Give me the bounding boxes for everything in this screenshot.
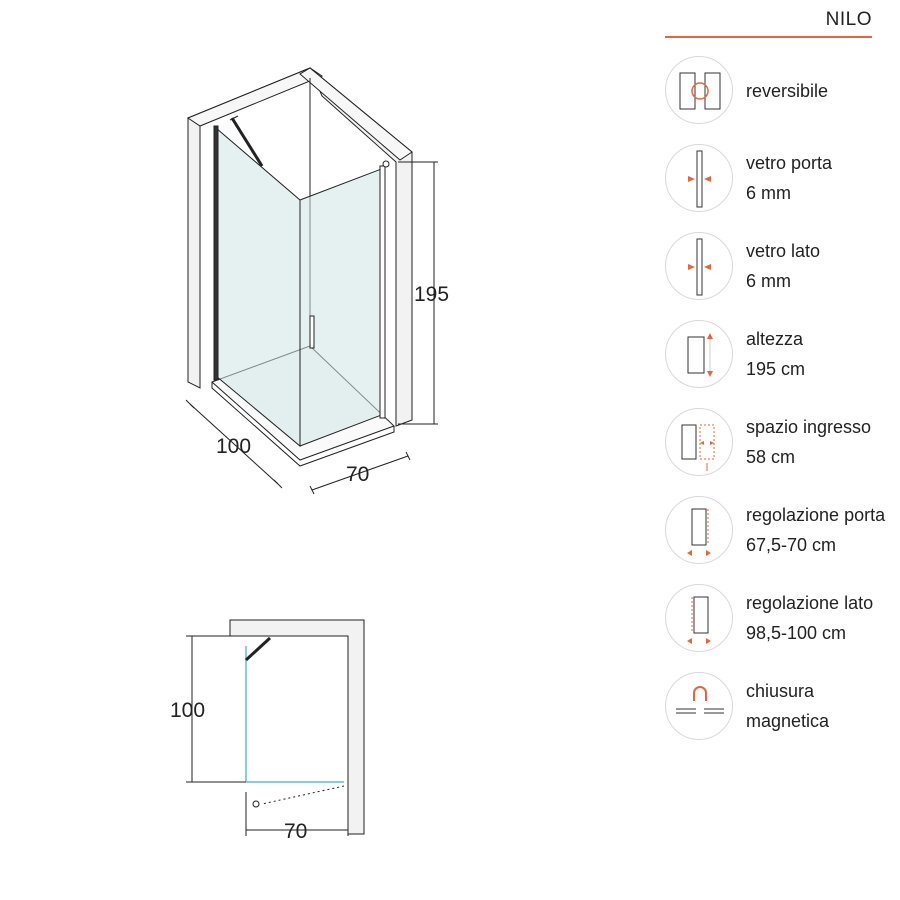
stabilizer-bar	[230, 117, 264, 167]
product-name: NILO	[825, 9, 872, 30]
door-handle	[309, 315, 315, 349]
height-icon	[665, 320, 733, 388]
feature-label: reversibile	[746, 81, 829, 101]
feature-value: magnetica	[746, 711, 830, 731]
feature-magnetic-closure: chiusura magnetica	[665, 672, 900, 746]
feature-door-glass: vetro porta 6 mm	[665, 144, 900, 218]
side-adjustment-icon	[665, 584, 733, 652]
feature-value: 6 mm	[746, 271, 791, 291]
reversible-icon	[665, 56, 733, 124]
feature-label: altezza	[746, 329, 804, 349]
feature-height: altezza 195 cm	[665, 320, 900, 394]
feature-side-glass: vetro lato 6 mm	[665, 232, 900, 306]
feature-value: 98,5-100 cm	[746, 623, 847, 643]
title-rule	[665, 36, 872, 38]
feature-label: vetro porta	[746, 153, 833, 173]
plan-view	[186, 619, 365, 836]
plan-width-label: 70	[284, 820, 307, 843]
feature-label: spazio ingresso	[746, 417, 872, 437]
feature-value: 58 cm	[746, 447, 796, 467]
feature-value: 195 cm	[746, 359, 806, 379]
door-adjustment-icon	[665, 496, 733, 564]
door-glass	[299, 167, 385, 447]
iso-depth-label: 100	[216, 435, 251, 458]
side-glass	[215, 126, 301, 448]
feature-value: 67,5-70 cm	[746, 535, 837, 555]
magnetic-closure-icon	[665, 672, 733, 740]
glass-thickness-icon	[665, 144, 733, 212]
iso-height-label: 195	[414, 283, 449, 306]
glass-thickness-icon	[665, 232, 733, 300]
iso-width-label: 70	[346, 463, 369, 486]
entry-space-icon	[665, 408, 733, 476]
feature-label: regolazione lato	[746, 593, 874, 613]
features-panel: NILO reversibile vetro porta 6 mm vetro …	[665, 0, 900, 900]
feature-value: 6 mm	[746, 183, 791, 203]
feature-reversible: reversibile	[665, 56, 900, 130]
feature-label: regolazione porta	[746, 505, 886, 525]
isometric-view	[185, 67, 438, 495]
plan-depth-label: 100	[170, 699, 205, 722]
feature-entry-space: spazio ingresso 58 cm	[665, 408, 900, 482]
plan-wall	[229, 619, 365, 835]
feature-label: vetro lato	[746, 241, 821, 261]
feature-side-adjustment: regolazione lato 98,5-100 cm	[665, 584, 900, 658]
feature-door-adjustment: regolazione porta 67,5-70 cm	[665, 496, 900, 570]
feature-label: chiusura	[746, 681, 815, 701]
